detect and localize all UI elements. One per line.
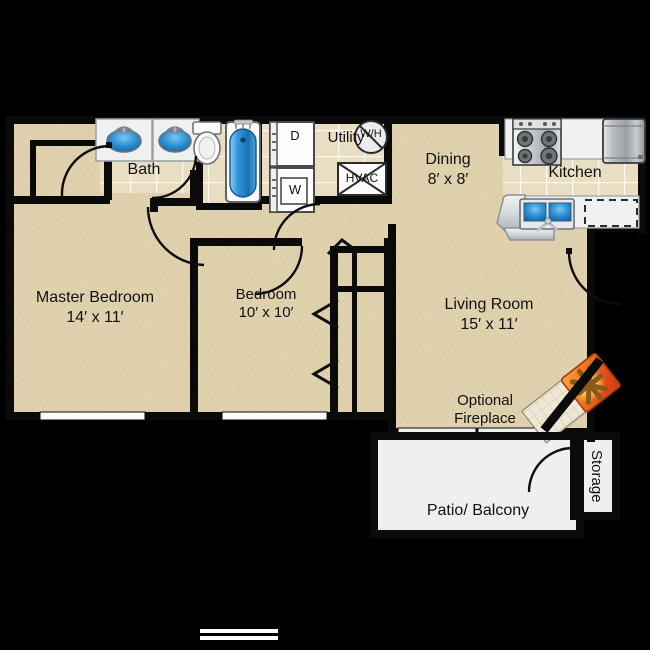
bath-fixtures: [95, 118, 261, 203]
wall-utility-right: [384, 118, 392, 204]
range-unit: [512, 118, 562, 166]
closet-door-track: [352, 252, 357, 418]
window-bedroom: [221, 411, 328, 421]
wall-living-left: [388, 228, 396, 436]
wall-bedroom-closet-divider: [330, 286, 386, 292]
wall-bedroom-closet-top: [330, 246, 390, 253]
fireplace-angled-wall: [540, 357, 604, 433]
toilet: [192, 121, 222, 165]
wall-bath-bottom: [150, 198, 198, 206]
wall-dining-nub: [388, 224, 396, 238]
room-label-storage: Storage: [588, 450, 605, 503]
vanity-sink-left: [106, 126, 142, 153]
wall-kitchen-left: [499, 118, 505, 156]
bifold-closet-doors: [311, 238, 359, 390]
wall-bedroom-left: [190, 238, 198, 420]
scale-bar: [200, 629, 278, 640]
wall-tub-left: [196, 118, 203, 210]
storage-wall-left: [570, 436, 577, 516]
patio-floors: [378, 440, 612, 530]
wall-tub-bottom: [196, 203, 262, 210]
vanity-sink-right: [158, 126, 192, 153]
water-heater-unit: [354, 120, 388, 154]
patio-outline: [370, 432, 584, 538]
patio-structure: [370, 432, 620, 538]
wall-bath-jamb: [150, 198, 158, 212]
bathtub: [225, 119, 261, 203]
door-swings: [60, 144, 622, 493]
utility-appliances: [269, 120, 388, 213]
wall-bath-right-upper: [190, 170, 198, 206]
wall-bedroom-closet-left: [330, 252, 338, 420]
wall-master-closet-top: [30, 140, 110, 146]
dishwasher-outline: [584, 199, 638, 227]
kitchen-sink-unit: [519, 198, 575, 232]
wall-bedroom-top: [190, 238, 302, 246]
wall-bath-master: [6, 196, 110, 204]
door-leaves: [106, 142, 572, 254]
wall-master-closet-left: [30, 140, 36, 202]
window-master-bedroom: [39, 411, 146, 421]
dryer-unit: [269, 121, 315, 167]
refrigerator-unit: [602, 118, 646, 164]
hvac-unit: [337, 162, 387, 196]
wall-utility-bottom: [262, 196, 392, 204]
kitchen-fixtures: [496, 118, 646, 241]
